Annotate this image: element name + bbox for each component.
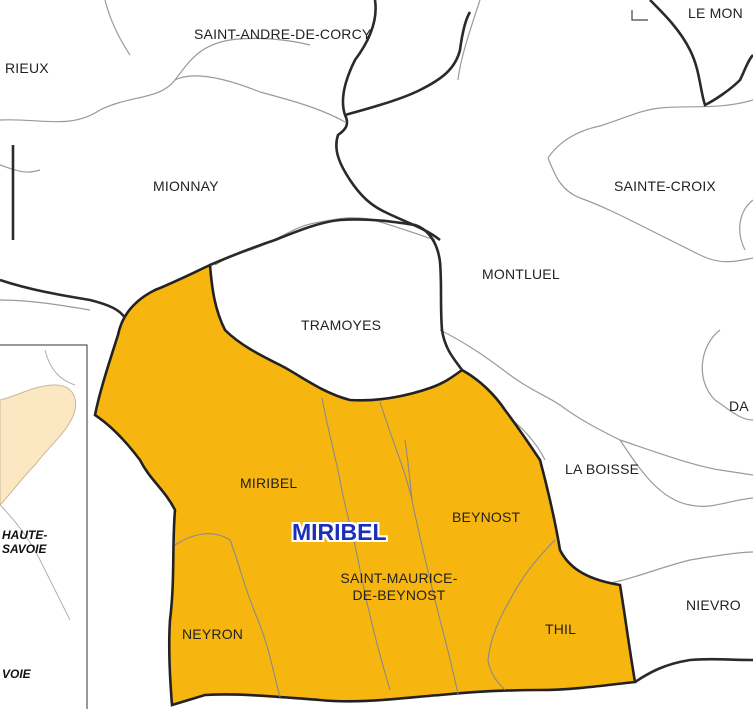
label-beynost: BEYNOST: [452, 509, 521, 525]
label-dagneux: DA: [729, 398, 749, 414]
label-mionnay: MIONNAY: [153, 178, 219, 194]
label-neyron: NEYRON: [182, 626, 244, 642]
inset-label-savoie: VOIE: [2, 667, 31, 681]
locator-inset: [0, 344, 88, 709]
label-miribel: MIRIBEL: [240, 475, 298, 491]
canton-miribel-area[interactable]: [93, 263, 637, 707]
label-montluel: MONTLUEL: [482, 266, 560, 282]
canton-boundaries: [0, 0, 753, 684]
label-la-boisse: LA BOISSE: [565, 461, 640, 477]
label-tramoyes: TRAMOYES: [301, 317, 382, 333]
inset-highlight: [0, 384, 77, 506]
label-nievroz: NIEVRO: [686, 597, 741, 613]
label-le-montellier: LE MON: [688, 5, 743, 21]
label-frame: [631, 10, 648, 21]
canton-internal-boundaries: [174, 397, 556, 698]
label-saint-andre-de-corcy: SAINT-ANDRE-DE-CORCY: [194, 26, 372, 42]
canton-title: MIRIBEL: [292, 519, 387, 545]
label-thil: THIL: [545, 621, 577, 637]
inset-label-haute-savoie: HAUTE- SAVOIE: [2, 528, 48, 556]
label-sainte-croix: SAINTE-CROIX: [614, 178, 716, 194]
label-saint-maurice-de-beynost: SAINT-MAURICE- DE-BEYNOST: [340, 570, 458, 603]
label-rieux: RIEUX: [5, 60, 49, 76]
commune-boundaries: [0, 0, 753, 586]
